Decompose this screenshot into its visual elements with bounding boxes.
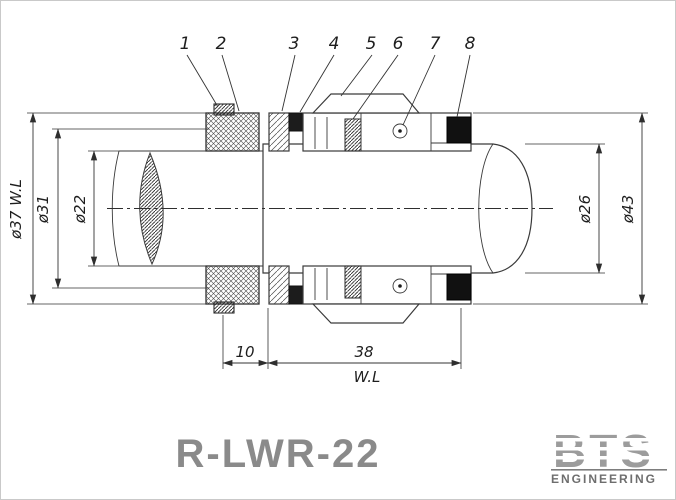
- dim-label-d26: ø26: [576, 195, 594, 224]
- dim-label-d37: ø37 W.L: [7, 179, 25, 240]
- dimension-right-inner: ø26: [525, 143, 605, 274]
- seal-ring-upper: [288, 112, 304, 132]
- case-band-lower: [302, 265, 472, 305]
- set-screw-upper: [392, 123, 408, 139]
- callout-2: 2: [216, 34, 227, 54]
- callout-4: 4: [329, 34, 340, 54]
- logo-brand-text: BTS: [553, 425, 654, 477]
- dimension-bottom: 10 38 W.L: [222, 308, 462, 386]
- callout-6: 6: [393, 34, 404, 54]
- dimension-right-outer: ø43: [473, 112, 648, 305]
- logo-stripe: [549, 447, 667, 451]
- stationary-seat-upper: [446, 116, 472, 144]
- leader-6: [352, 54, 399, 120]
- drive-collar-upper: [344, 118, 362, 152]
- oring-lower: [213, 301, 235, 314]
- elastomer-bellows-lower-hatch: [205, 265, 260, 305]
- dim-label-38: 38: [354, 343, 373, 361]
- dim-label-d22: ø22: [71, 195, 89, 224]
- callout-8: 8: [465, 34, 476, 54]
- retainer-upper-hatch: [268, 112, 290, 152]
- callout-leaders: [186, 54, 471, 126]
- callout-3: 3: [289, 34, 300, 54]
- leader-1: [186, 54, 219, 108]
- dimension-left-inner: ø22: [71, 150, 119, 267]
- retainer-lower-hatch: [268, 265, 290, 305]
- leader-4: [299, 54, 335, 113]
- case-band-upper: [302, 112, 472, 152]
- oring-upper: [213, 103, 235, 116]
- seal-ring-lower: [288, 285, 304, 305]
- set-screw-upper-center: [398, 129, 402, 133]
- case-cap-lower: [311, 303, 421, 324]
- logo-subtitle-text: ENGINEERING: [551, 472, 657, 486]
- elastomer-bellows-upper-hatch: [205, 112, 260, 152]
- leader-7: [402, 54, 436, 126]
- set-screw-lower-center: [398, 284, 402, 288]
- dim-label-wl: W.L: [354, 368, 381, 386]
- callout-1: 1: [180, 34, 191, 54]
- logo-stripe: [549, 438, 667, 442]
- seal-assembly-upper: [205, 93, 472, 152]
- callout-7: 7: [430, 34, 441, 54]
- dimension-left-outer: ø37 W.L: [7, 112, 209, 305]
- set-screw-lower: [392, 278, 408, 294]
- logo-stripe: [549, 456, 667, 460]
- logo: BTS ENGINEERING: [549, 425, 667, 486]
- callout-5: 5: [366, 34, 377, 54]
- dim-label-d31: ø31: [34, 195, 52, 224]
- leader-8: [456, 54, 471, 118]
- stationary-seat-lower: [446, 273, 472, 301]
- case-cap-upper: [311, 93, 421, 114]
- leader-5: [340, 54, 373, 97]
- shaft-break-hatch: [139, 151, 164, 266]
- dim-label-d43: ø43: [619, 195, 637, 224]
- callout-numbers: 1 2 3 4 5 6 7 8: [180, 34, 476, 54]
- seal-assembly-lower: [205, 265, 472, 324]
- drive-collar-lower: [344, 265, 362, 299]
- model-number: R-LWR-22: [176, 432, 381, 476]
- logo-underline: [551, 469, 667, 471]
- leader-3: [281, 54, 296, 112]
- leader-2: [221, 54, 240, 112]
- dim-label-10: 10: [235, 343, 254, 361]
- dimension-left-mid: ø31: [34, 128, 209, 289]
